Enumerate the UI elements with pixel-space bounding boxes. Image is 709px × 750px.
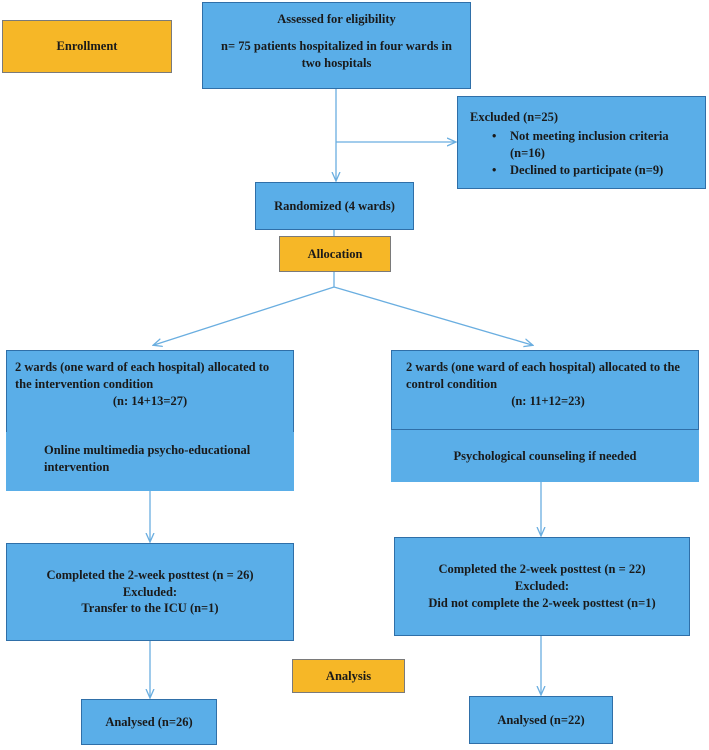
control-posttest-box: Completed the 2-week posttest (n = 22) E… (394, 537, 690, 636)
randomized-box: Randomized (4 wards) (255, 182, 414, 230)
control-posttest-reason: Did not complete the 2-week posttest (n=… (428, 595, 656, 610)
intervention-allocated-text: 2 wards (one ward of each hospital) allo… (15, 360, 270, 391)
control-allocated-text: 2 wards (one ward of each hospital) allo… (406, 360, 680, 391)
control-allocated-box: 2 wards (one ward of each hospital) allo… (391, 350, 699, 430)
intervention-treatment-label: Online multimedia psycho-educational int… (44, 443, 251, 474)
intervention-posttest-completed: Completed the 2-week posttest (n = 26) (46, 567, 254, 582)
excluded-title: Excluded (n=25) (470, 110, 559, 124)
stage-enrollment: Enrollment (2, 20, 172, 73)
control-allocated-n: (n: 11+12=23) (511, 393, 585, 408)
excluded-box: Excluded (n=25) Not meeting inclusion cr… (457, 96, 706, 189)
control-posttest-completed: Completed the 2-week posttest (n = 22) (438, 562, 646, 577)
control-analysed-label: Analysed (n=22) (497, 712, 585, 727)
eligibility-detail: n= 75 patients hospitalized in four ward… (221, 38, 452, 70)
stage-allocation: Allocation (279, 236, 391, 272)
eligibility-box: Assessed for eligibility n= 75 patients … (202, 2, 471, 89)
control-analysed-box: Analysed (n=22) (469, 696, 613, 744)
eligibility-title: Assessed for eligibility (277, 12, 396, 26)
intervention-posttest-box: Completed the 2-week posttest (n = 26) E… (6, 543, 294, 641)
excluded-item: Not meeting inclusion criteria (n=16) (470, 128, 695, 162)
arrow-split-to-intervention (154, 286, 335, 345)
randomized-label: Randomized (4 wards) (274, 198, 395, 213)
stage-analysis: Analysis (292, 659, 405, 693)
intervention-analysed-label: Analysed (n=26) (105, 714, 193, 729)
control-posttest-excluded: Excluded: (514, 579, 570, 594)
stage-enrollment-label: Enrollment (56, 39, 118, 54)
control-treatment-label: Psychological counseling if needed (453, 448, 637, 463)
arrow-split-to-control (333, 286, 532, 345)
excluded-item: Declined to participate (n=9) (470, 162, 695, 179)
intervention-posttest-reason: Transfer to the ICU (n=1) (81, 601, 219, 616)
excluded-list: Not meeting inclusion criteria (n=16) De… (470, 128, 695, 179)
intervention-allocated-n: (n: 14+13=27) (112, 393, 188, 408)
intervention-posttest-excluded: Excluded: (122, 584, 178, 599)
control-treatment-box: Psychological counseling if needed (391, 430, 699, 482)
stage-allocation-label: Allocation (307, 246, 363, 261)
intervention-analysed-box: Analysed (n=26) (81, 699, 217, 745)
stage-analysis-label: Analysis (325, 668, 372, 683)
intervention-allocated-box: 2 wards (one ward of each hospital) allo… (6, 350, 294, 436)
intervention-treatment-box: Online multimedia psycho-educational int… (6, 432, 294, 491)
